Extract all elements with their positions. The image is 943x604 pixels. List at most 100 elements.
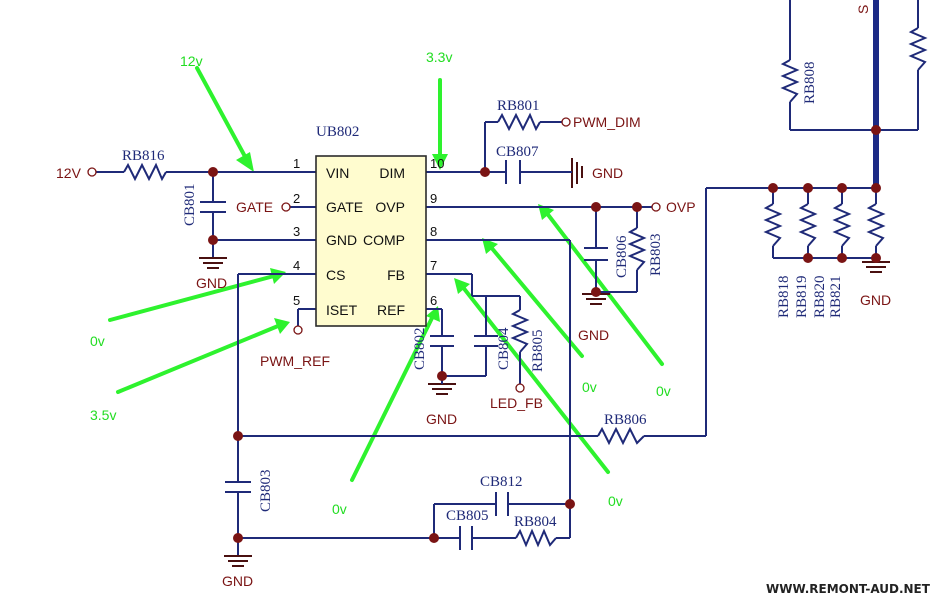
- capacitors: [200, 160, 608, 550]
- label-rb806: RB806: [604, 412, 647, 428]
- annotation-3v5: 3.5v: [90, 407, 116, 423]
- capacitor-cb805: [459, 526, 473, 550]
- annotation-3v3: 3.3v: [426, 49, 452, 65]
- ic-pin-num-8: 8: [430, 224, 437, 239]
- net-label-gate: GATE: [236, 199, 273, 215]
- net-label-gnd: GND: [578, 327, 609, 343]
- label-rb804: RB804: [514, 514, 557, 530]
- label-rb803: RB803: [648, 233, 664, 276]
- resistor-rb-top-right: [908, 27, 928, 71]
- junction-dot: [437, 371, 447, 381]
- terminal-pwm-ref: [293, 325, 303, 335]
- junction-dot: [233, 431, 243, 441]
- capacitor-cb801: [200, 201, 226, 213]
- label-cb803: CB803: [258, 469, 274, 512]
- voltage-annotations: 12v 3.3v 0v 3.5v 0v 0v 0v 0v: [90, 49, 671, 517]
- terminal-pwm-dim: [561, 117, 571, 127]
- resistor-rb820: [832, 203, 852, 247]
- ic-pin-num-3: 3: [293, 224, 300, 239]
- resistor-rb819: [798, 203, 818, 247]
- annotation-12v: 12v: [180, 53, 203, 69]
- junction-dot: [803, 183, 813, 193]
- net-label-led-fb: LED_FB: [490, 395, 543, 411]
- capacitor-cb804: [474, 335, 498, 347]
- ground-icon: [564, 158, 583, 188]
- ic-pin-num-2: 2: [293, 191, 300, 206]
- net-label-pwm-ref: PWM_REF: [260, 353, 330, 369]
- junction-dot: [837, 183, 847, 193]
- net-label-gnd: GND: [222, 573, 253, 589]
- watermark: WWW.REMONT-AUD.NET: [766, 582, 931, 596]
- ic-pin-num-10: 10: [430, 156, 444, 171]
- junction-dot: [803, 253, 813, 263]
- ic-pin-name-8: COMP: [363, 232, 405, 248]
- resistor-rb804: [515, 528, 557, 548]
- junction-dot: [208, 167, 218, 177]
- net-label-12v: 12V: [56, 165, 82, 181]
- terminal-gate: [281, 202, 291, 212]
- label-rb818: RB818: [776, 275, 792, 318]
- label-rb819: RB819: [794, 275, 810, 318]
- terminal-led-fb: [515, 383, 525, 393]
- ic-pin-name-5: ISET: [326, 302, 358, 318]
- label-rb816: RB816: [122, 148, 165, 164]
- junction-dot: [871, 183, 881, 193]
- label-cb812: CB812: [480, 474, 523, 490]
- ic-body: [315, 155, 427, 327]
- ic-pin-num-5: 5: [293, 293, 300, 308]
- net-label-ovp: OVP: [666, 199, 696, 215]
- ic-pin-name-2: GATE: [326, 199, 363, 215]
- reference-labels: RB816 CB801 RB801 CB807 CB806 RB803 CB80…: [122, 61, 844, 530]
- ic-pin-name-6: REF: [377, 302, 405, 318]
- ic-pin-name-3: GND: [326, 232, 357, 248]
- junction-dot: [871, 253, 881, 263]
- ic-pin-num-1: 1: [293, 156, 300, 171]
- label-rb805: RB805: [530, 329, 546, 372]
- junction-dot: [480, 167, 490, 177]
- resistor-rb808: [780, 59, 800, 103]
- junction-dot: [837, 253, 847, 263]
- label-rb820: RB820: [812, 275, 828, 318]
- capacitor-cb807: [505, 160, 530, 184]
- junction-dot: [632, 202, 642, 212]
- capacitor-cb812: [495, 492, 509, 516]
- junction-dot: [871, 125, 881, 135]
- junctions: [208, 125, 881, 543]
- resistors: [123, 27, 928, 548]
- annotation-0v-fb: 0v: [608, 493, 623, 509]
- ic-pin-num-6: 6: [430, 293, 437, 308]
- annotation-0v-cs: 0v: [90, 333, 105, 349]
- resistor-rb818: [763, 203, 783, 247]
- capacitor-cb806: [584, 247, 608, 261]
- resistor-rb821: [866, 203, 886, 247]
- net-terminals: [87, 117, 661, 393]
- label-cb806: CB806: [614, 235, 630, 278]
- label-rb808: RB808: [802, 61, 818, 104]
- ic-pin-name-9: OVP: [375, 199, 405, 215]
- label-cb801: CB801: [182, 183, 198, 226]
- net-label-gnd: GND: [426, 411, 457, 427]
- label-cb804: CB804: [496, 327, 512, 370]
- ic-pin-name-7: FB: [387, 267, 405, 283]
- junction-dot: [591, 202, 601, 212]
- junction-dot: [768, 183, 778, 193]
- ic-pin-name-4: CS: [326, 267, 345, 283]
- junction-dot: [233, 533, 243, 543]
- junction-dot: [565, 499, 575, 509]
- resistor-rb816: [123, 162, 167, 182]
- resistor-rb805: [510, 309, 530, 353]
- resistor-rb803: [627, 227, 647, 271]
- capacitor-cb803: [225, 481, 251, 493]
- ic-ub802: UB802 VIN GATE GND CS ISET DIM OVP COMP …: [293, 124, 444, 327]
- resistor-rb801: [497, 112, 541, 132]
- ic-pin-num-9: 9: [430, 191, 437, 206]
- net-label-s: S: [855, 5, 871, 14]
- ic-pin-name-1: VIN: [326, 165, 349, 181]
- terminal-12v: [87, 167, 97, 177]
- net-label-gnd: GND: [592, 165, 623, 181]
- net-labels: 12V GATE GND PWM_DIM GND OVP GND PWM_REF…: [56, 5, 891, 589]
- ground-icon: [862, 261, 890, 273]
- capacitor-cb802: [430, 335, 454, 347]
- net-label-pwm-dim: PWM_DIM: [573, 114, 641, 130]
